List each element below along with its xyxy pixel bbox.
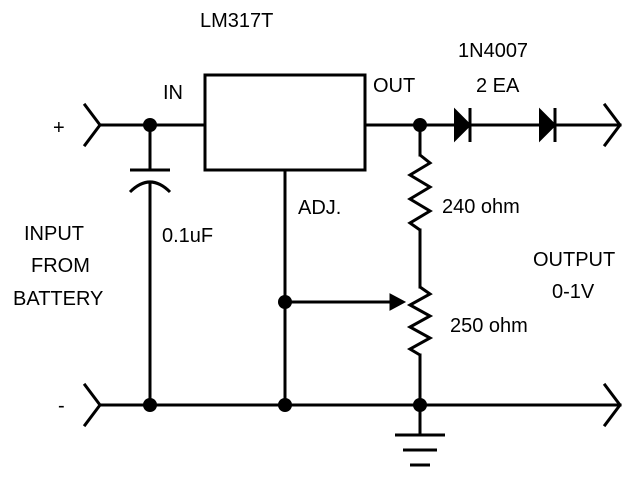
output-label-line1: OUTPUT: [533, 249, 615, 271]
diode-1: [454, 107, 472, 143]
junction-cap-ground: [143, 398, 157, 412]
junction-adj-ground: [278, 398, 292, 412]
input-label-line3: BATTERY: [13, 288, 103, 310]
junction-pot-ground: [413, 398, 427, 412]
output-label-line2: 0-1V: [552, 281, 595, 303]
capacitor-value-label: 0.1uF: [162, 225, 213, 247]
regulator-part-label: LM317T: [200, 10, 273, 32]
diode-qty-label: 2 EA: [476, 75, 520, 97]
lm317-regulator: [203, 73, 367, 172]
input-negative-terminal: [82, 382, 102, 428]
resistor-value-label: 240 ohm: [442, 196, 520, 218]
junction-adj-wiper: [278, 295, 292, 309]
regulator-out-label: OUT: [373, 75, 415, 97]
input-positive-terminal: [82, 102, 102, 148]
wiper-arrowhead: [389, 293, 407, 311]
diode-part-label: 1N4007: [458, 40, 528, 62]
diode-2: [539, 107, 557, 143]
potentiometer-value-label: 250 ohm: [450, 315, 528, 337]
input-plus-label: +: [53, 117, 65, 139]
junction-out-resistor: [413, 118, 427, 132]
input-minus-label: -: [58, 395, 65, 417]
regulator-adj-label: ADJ.: [298, 197, 341, 219]
regulator-in-label: IN: [163, 82, 183, 104]
input-label-line1: INPUT: [24, 223, 84, 245]
junction-in-cap: [143, 118, 157, 132]
input-label-line2: FROM: [31, 255, 90, 277]
potentiometer-250: [406, 285, 434, 357]
resistor-240: [407, 153, 433, 232]
